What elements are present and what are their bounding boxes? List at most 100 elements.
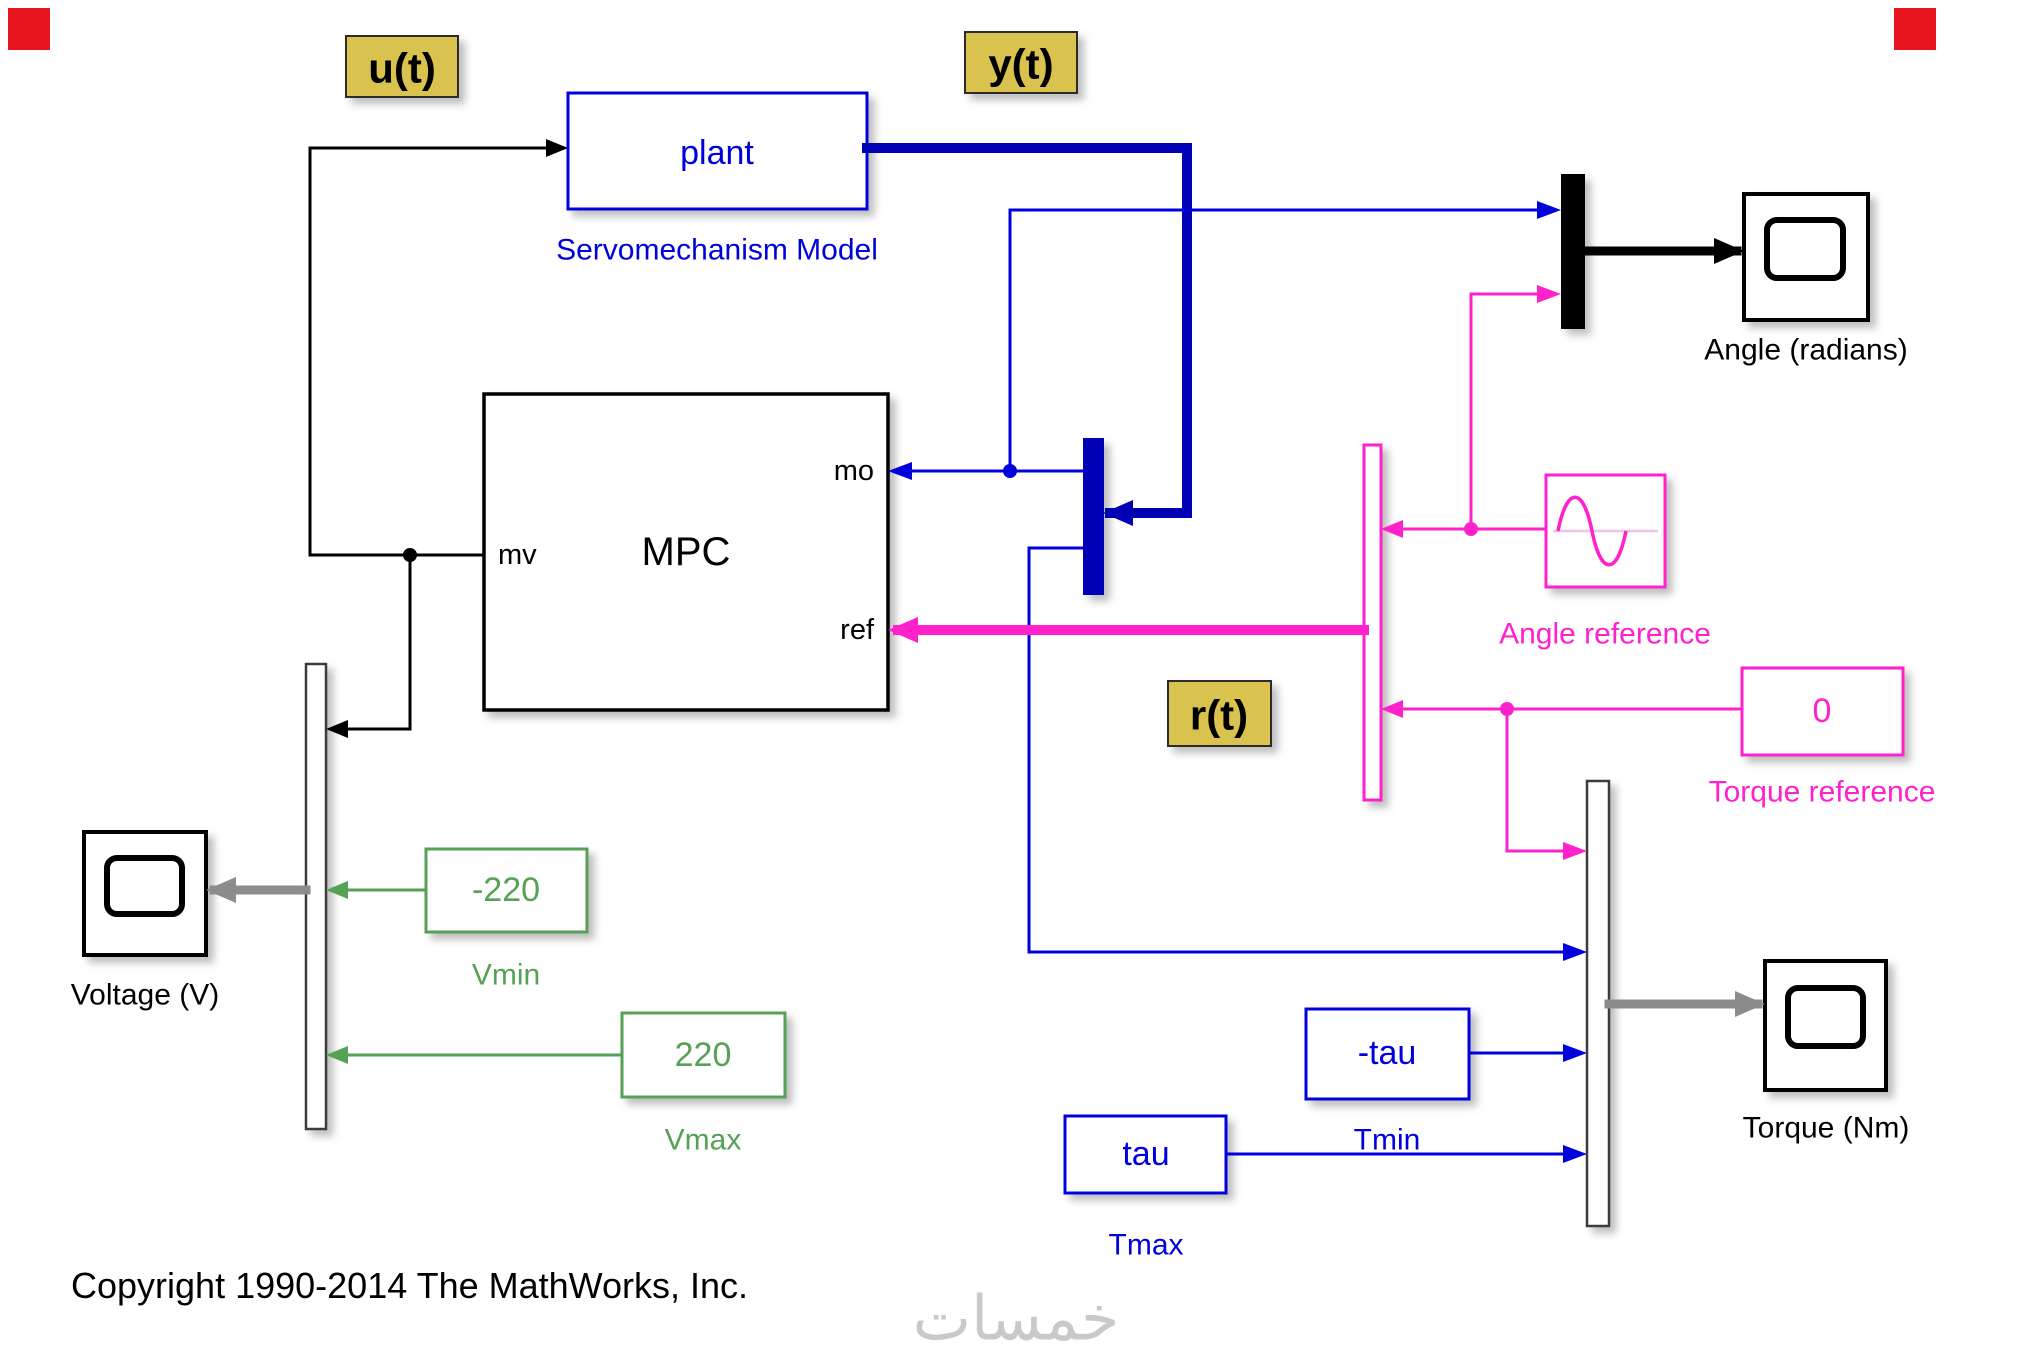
block-scope-voltage[interactable] (82, 830, 208, 957)
copyright-text: Copyright 1990-2014 The MathWorks, Inc. (71, 1265, 748, 1306)
arrowhead (326, 720, 348, 738)
wire-torque-reference[interactable] (1381, 700, 1744, 860)
torque-reference-body (1740, 666, 1905, 757)
arrowhead (1537, 285, 1561, 303)
block-name-voltage-scope: Voltage (V) (71, 979, 219, 1012)
block-scope-torque[interactable] (1763, 959, 1888, 1092)
tmax-value: tau (1122, 1135, 1169, 1173)
watermark-text: خمسات (913, 1282, 1120, 1355)
demux-bar (1083, 438, 1104, 595)
annotation-r-text: r(t) (1190, 692, 1248, 739)
tmax-body (1063, 1114, 1228, 1195)
wire-segment (1469, 292, 1552, 531)
block-name-vmax: Vmax (665, 1124, 742, 1157)
wire-vmin[interactable] (326, 881, 428, 899)
wire-r-reference[interactable] (888, 617, 1369, 643)
plant-label: plant (680, 134, 754, 172)
block-plant[interactable]: plant (566, 91, 869, 211)
sine-wave-icon (1553, 495, 1658, 567)
arrowhead (1563, 1145, 1587, 1163)
arrowhead (888, 617, 918, 643)
corner-marker-top-right (1894, 8, 1936, 50)
wire-segment (1027, 546, 1580, 954)
corner-marker-top-left (8, 8, 50, 50)
tmin-value: -tau (1358, 1034, 1417, 1072)
wire-torque-display[interactable] (1604, 991, 1765, 1017)
arrowhead (1537, 201, 1561, 219)
arrowhead (1714, 238, 1744, 264)
port-label-ref: ref (840, 614, 875, 646)
junction-dot (1464, 522, 1478, 536)
wire-angle-signal[interactable] (888, 201, 1561, 480)
wire-angle-reference[interactable] (1381, 285, 1561, 538)
arrowhead (1563, 842, 1587, 860)
wire-y-output[interactable] (862, 143, 1192, 526)
arrowhead (326, 881, 348, 899)
block-scope-angle[interactable] (1742, 192, 1870, 322)
block-name-tmax: Tmax (1109, 1229, 1184, 1262)
vmin-value: -220 (472, 871, 540, 909)
wire-segment (1505, 707, 1580, 853)
arrowhead (1563, 1044, 1587, 1062)
arrowhead (326, 1046, 348, 1064)
wire-tmin[interactable] (1467, 1044, 1587, 1062)
scope-screen (1764, 217, 1846, 281)
block-tmax[interactable]: tau (1063, 1114, 1228, 1195)
wire-u-control[interactable] (308, 139, 568, 738)
block-mpc[interactable]: MPC mo mv ref (482, 392, 890, 712)
annotation-u-text: u(t) (368, 45, 436, 92)
block-torque-reference[interactable]: 0 (1740, 666, 1905, 757)
arrowhead (1103, 500, 1133, 526)
junction-dot (1003, 464, 1017, 478)
wire-segment (308, 146, 554, 557)
scope-screen (1785, 985, 1866, 1049)
block-tmin[interactable]: -tau (1304, 1007, 1471, 1101)
block-name-torque-reference: Torque reference (1709, 776, 1936, 809)
arrowhead (1735, 991, 1765, 1017)
block-name-servomechanism-model: Servomechanism Model (556, 234, 878, 267)
port-label-mo: mo (834, 455, 874, 487)
block-angle-reference[interactable] (1544, 473, 1667, 589)
annotation-u[interactable]: u(t) (345, 35, 459, 98)
block-vmax[interactable]: 220 (620, 1011, 787, 1099)
mpc-label: MPC (642, 530, 731, 574)
arrowhead (888, 462, 912, 480)
wire-segment (862, 143, 1192, 518)
block-mux-voltage[interactable] (304, 662, 328, 1131)
junction-dot (403, 548, 417, 562)
block-vmin[interactable]: -220 (424, 847, 589, 934)
wire-segment (332, 553, 412, 731)
wire-angle-display[interactable] (1580, 238, 1744, 264)
annotation-box (1167, 680, 1272, 747)
annotation-r[interactable]: r(t) (1167, 680, 1272, 747)
arrowhead (546, 139, 568, 157)
block-name-tmin: Tmin (1354, 1124, 1421, 1157)
mux-bar (1362, 443, 1383, 802)
annotation-y-text: y(t) (988, 41, 1053, 88)
scope-screen (104, 855, 185, 917)
annotation-box (345, 35, 459, 98)
annotation-y[interactable]: y(t) (964, 31, 1078, 94)
arrowhead (1381, 520, 1403, 538)
port-label-mv: mv (498, 539, 537, 571)
block-name-torque-scope: Torque (Nm) (1743, 1112, 1910, 1145)
wire-tmax[interactable] (1224, 1145, 1587, 1163)
vmax-body (620, 1011, 787, 1099)
block-demux-plant-output[interactable] (1083, 438, 1104, 595)
arrowhead (206, 877, 236, 903)
junction-dot (1500, 702, 1514, 716)
wire-vmax[interactable] (326, 1046, 624, 1064)
block-name-angle-reference: Angle reference (1499, 618, 1711, 651)
torque-reference-value: 0 (1813, 692, 1832, 730)
vmax-value: 220 (675, 1036, 732, 1074)
block-mux-reference[interactable] (1362, 443, 1383, 802)
annotation-box (964, 31, 1078, 94)
mpc-body (482, 392, 890, 712)
block-name-vmin: Vmin (472, 959, 540, 992)
wire-torque-signal[interactable] (1027, 546, 1587, 961)
arrowhead (1381, 700, 1403, 718)
wire-segment (1008, 208, 1552, 473)
wire-voltage-display[interactable] (206, 877, 311, 903)
